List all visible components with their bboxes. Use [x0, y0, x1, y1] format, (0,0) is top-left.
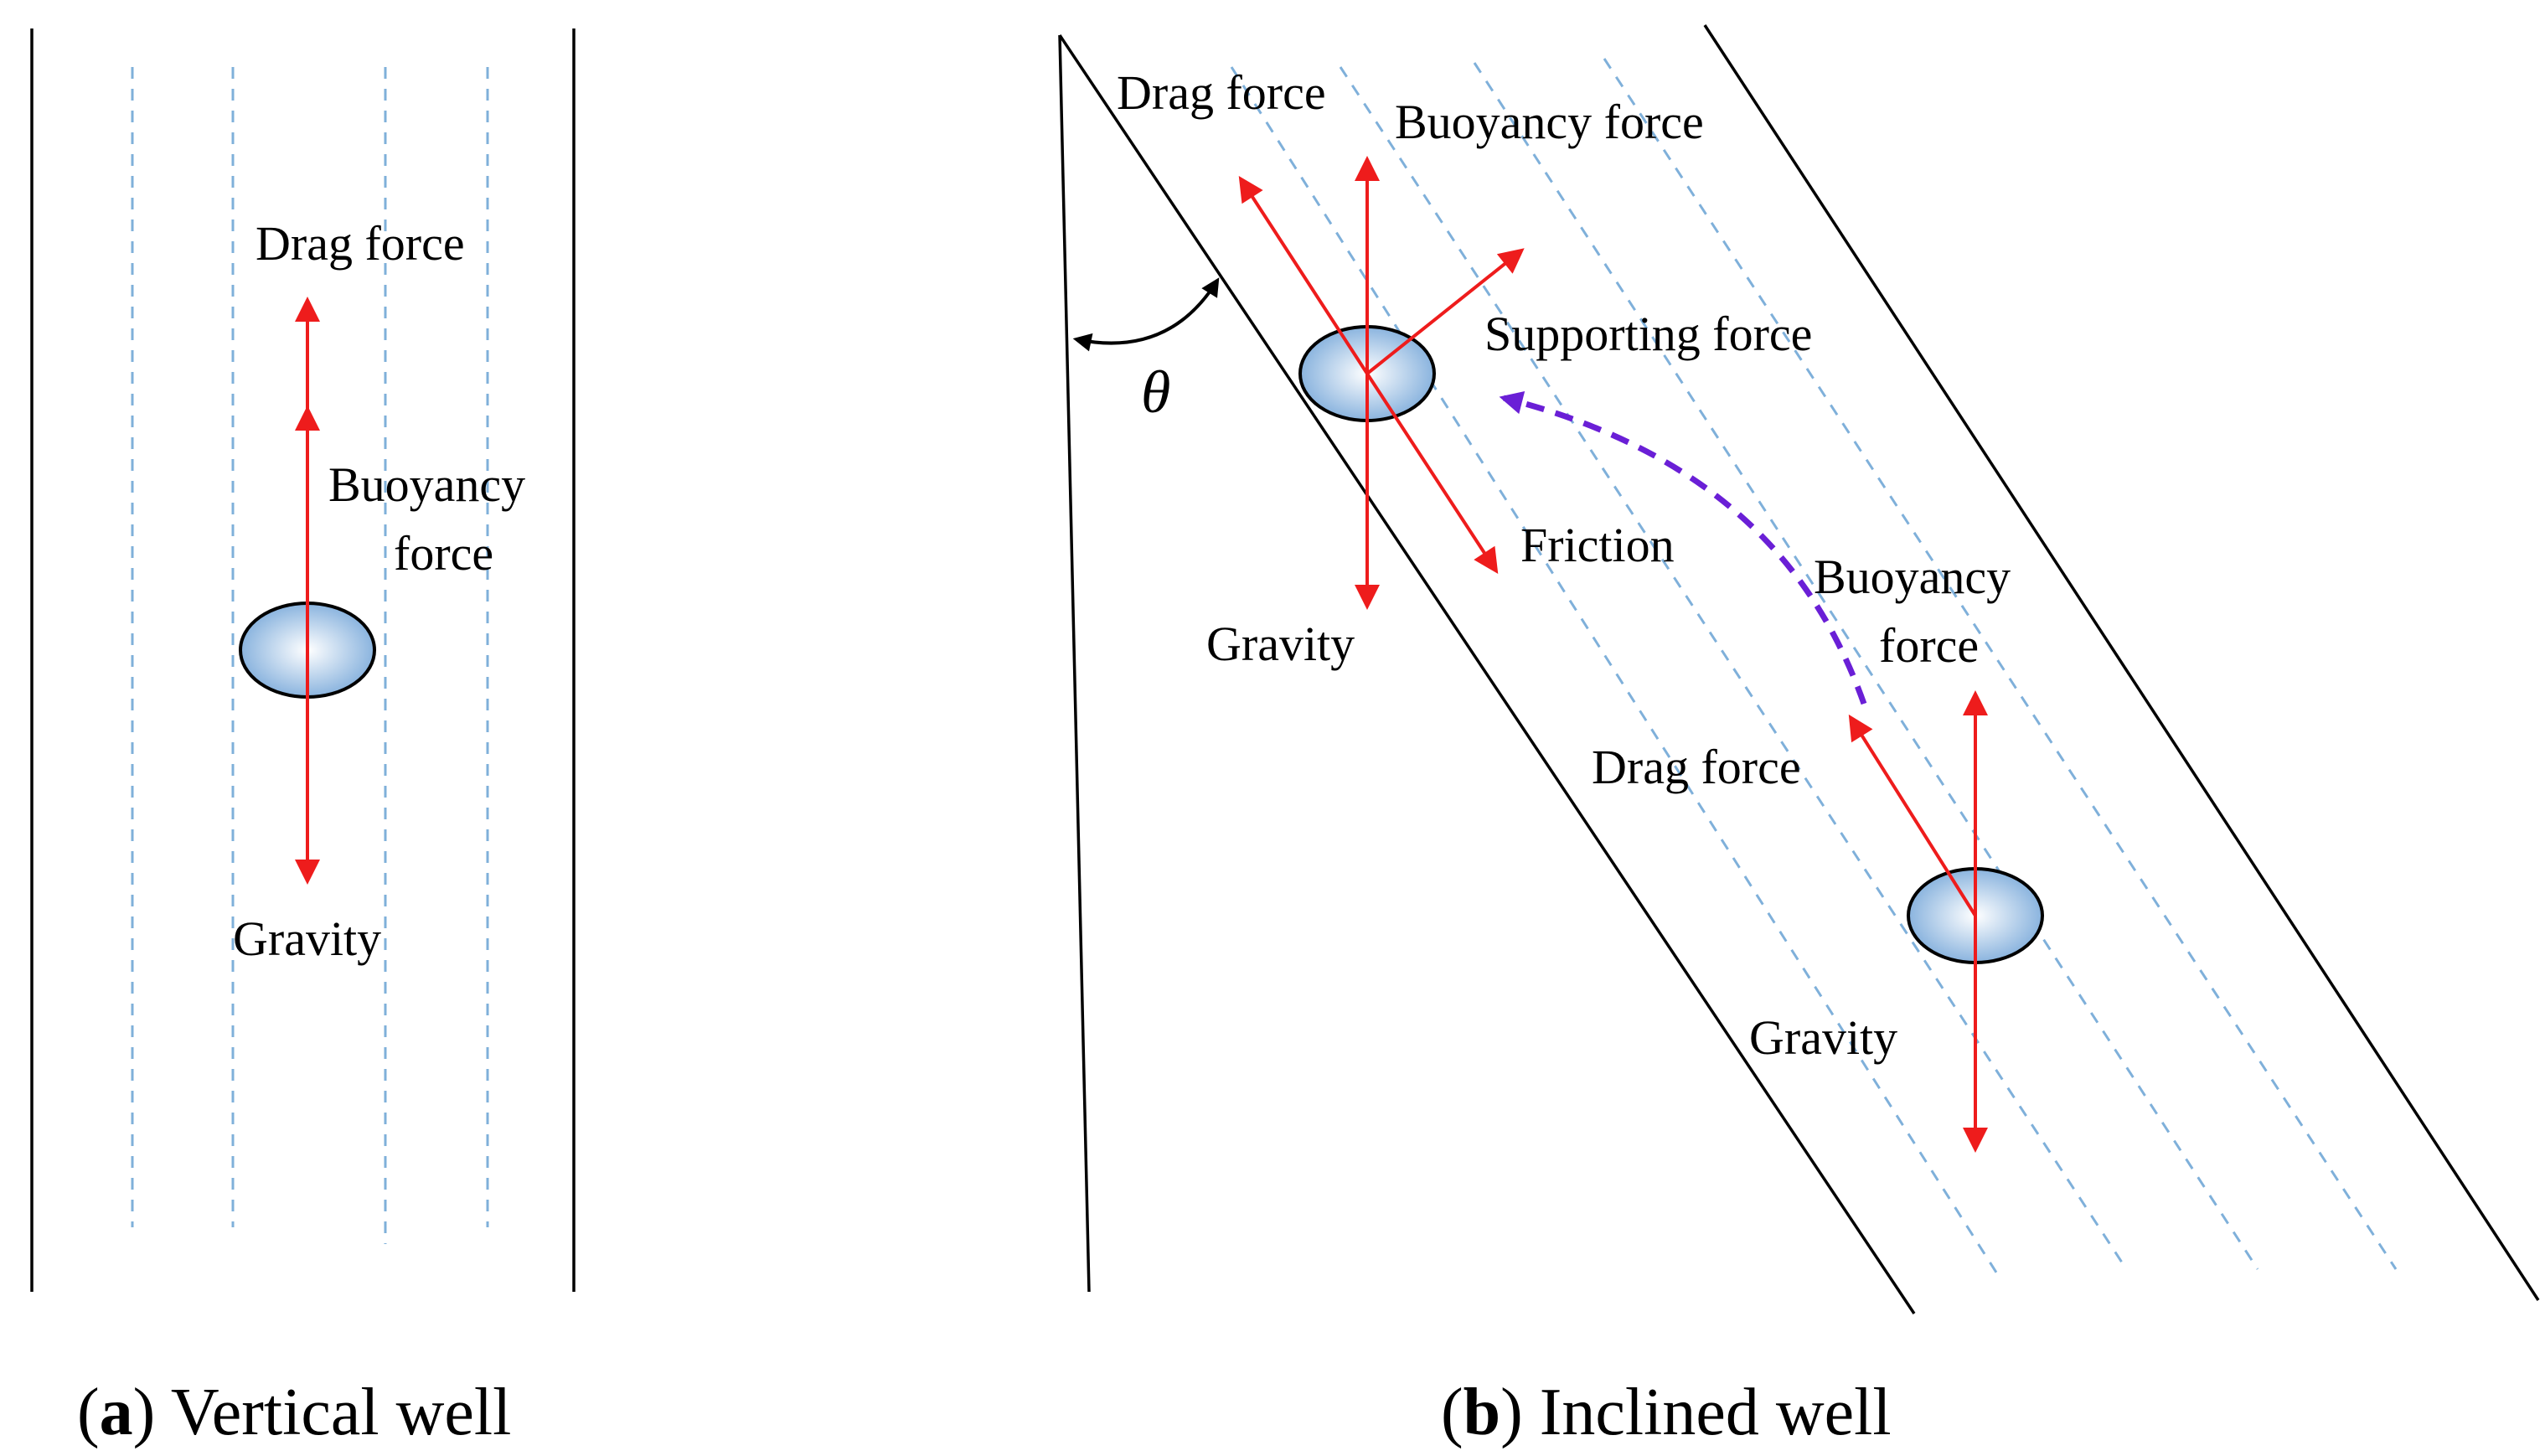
panel-a-vertical-well: Drag force Buoyancy force Gravity (a) Ve… [30, 28, 576, 1449]
drag-force-label-upper: Drag force [1117, 65, 1326, 120]
caption-a-text: Vertical well [171, 1376, 511, 1449]
buoyancy-force-label: Buoyancy [328, 457, 525, 512]
flow-line [1603, 58, 2398, 1270]
gravity-label-upper: Gravity [1206, 617, 1355, 671]
lower-wall-line [1058, 34, 1916, 1314]
caption-a-letter: a [100, 1376, 133, 1449]
vertical-reference-line [1058, 34, 1091, 1293]
gravity-label: Gravity [233, 911, 381, 966]
friction-label: Friction [1520, 518, 1675, 572]
drag-force-label-lower: Drag force [1592, 740, 1801, 794]
friction-arrow [1365, 372, 1499, 575]
caption-b-text: Inclined well [1540, 1376, 1892, 1449]
supporting-force-arrow [1365, 248, 1525, 375]
upper-wall-line [1703, 24, 2540, 1301]
flow-line [1339, 66, 2125, 1266]
angle-arc [1072, 277, 1220, 352]
buoyancy-force-label-lower-line2: force [1879, 618, 1979, 673]
drag-force-arrow-upper [1238, 175, 1369, 375]
caption-a: (a) Vertical well [77, 1376, 511, 1449]
gravity-label-lower: Gravity [1749, 1010, 1897, 1065]
drag-force-label: Drag force [256, 216, 465, 271]
particle-migration-path [1499, 390, 1867, 705]
drag-force-arrow-lower [1848, 714, 1977, 917]
panel-b-inclined-well: θ Drag force Buoyancy force Supporting f… [1058, 24, 2540, 1449]
buoyancy-force-label-lower: Buoyancy [1814, 550, 2011, 604]
supporting-force-label: Supporting force [1484, 307, 1812, 361]
angle-theta-label: θ [1141, 359, 1170, 426]
caption-b-letter: b [1464, 1376, 1501, 1449]
buoyancy-force-label-upper: Buoyancy force [1395, 95, 1704, 149]
flow-line [1473, 62, 2259, 1270]
buoyancy-force-label-line2: force [394, 526, 493, 581]
caption-b: (b) Inclined well [1441, 1376, 1892, 1449]
